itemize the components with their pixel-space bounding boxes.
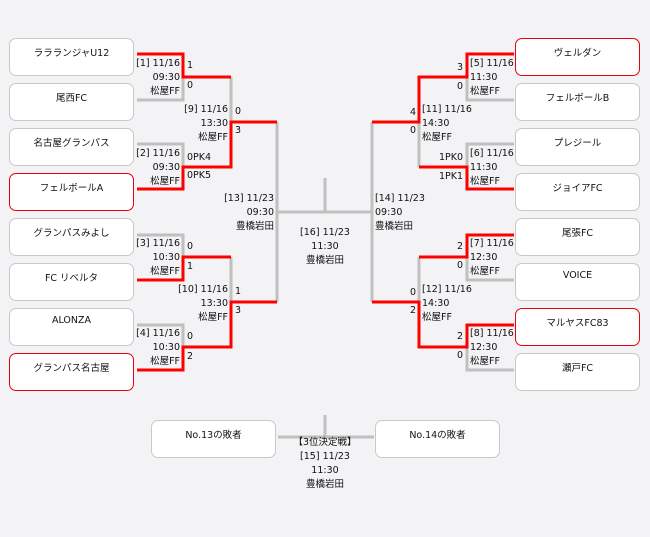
team-box-left[interactable]: グランパス名古屋 [9, 353, 134, 391]
third-place-team-1[interactable]: No.13の敗者 [151, 420, 276, 458]
team-box-left[interactable]: グランパスみよし [9, 218, 134, 256]
match-info: [7] 11/16 [470, 238, 514, 249]
team-box-left[interactable]: ララランジャU12 [9, 38, 134, 76]
match-info: 14:30 [422, 298, 450, 309]
match-info: 松屋FF [470, 176, 500, 187]
match-info: 11:30 [311, 241, 339, 252]
match-info: 松屋FF [198, 132, 228, 143]
score: 0 [187, 331, 194, 342]
match-info: 14:30 [422, 118, 450, 129]
match-info: [13] 11/23 [224, 193, 274, 204]
match-info: 豊橋岩田 [235, 221, 274, 232]
score: 1 [187, 261, 194, 272]
match-info: [14] 11/23 [375, 193, 425, 204]
match-info: 松屋FF [198, 312, 228, 323]
match-info: [6] 11/16 [470, 148, 514, 159]
score: 0 [456, 81, 463, 92]
match-info: 11:30 [311, 465, 339, 476]
match-info: [3] 11/16 [136, 238, 180, 249]
match-info: 12:30 [470, 342, 498, 353]
match-info: 13:30 [200, 118, 228, 129]
match-info: 09:30 [375, 207, 403, 218]
match-info: [4] 11/16 [136, 328, 180, 339]
score: 0 [187, 241, 194, 252]
match-info: [16] 11/23 [300, 227, 350, 238]
team-box-right[interactable]: ヴェルダン [515, 38, 640, 76]
score: 4 [409, 107, 416, 118]
match-info: [8] 11/16 [470, 328, 514, 339]
match-info: [10] 11/16 [178, 284, 228, 295]
match-info: 松屋FF [470, 356, 500, 367]
match-info: [15] 11/23 [300, 451, 350, 462]
team-box-left[interactable]: 名古屋グランパス [9, 128, 134, 166]
match-info: [5] 11/16 [470, 58, 514, 69]
score: 1PK0 [438, 152, 463, 163]
match-info: 10:30 [152, 252, 180, 263]
score: 2 [456, 331, 463, 342]
score: 3 [235, 125, 242, 136]
team-box-right[interactable]: VOICE [515, 263, 640, 301]
score: 2 [409, 305, 416, 316]
score: 1PK1 [438, 171, 463, 182]
match-info: [11] 11/16 [422, 104, 472, 115]
match-info: [12] 11/16 [422, 284, 472, 295]
score: 0PK4 [187, 152, 212, 163]
team-box-right[interactable]: 瀬戸FC [515, 353, 640, 391]
score: 0 [187, 80, 194, 91]
team-box-right[interactable]: 尾張FC [515, 218, 640, 256]
team-box-left[interactable]: FC リベルタ [9, 263, 134, 301]
match-info: 松屋FF [150, 266, 180, 277]
match-info: [2] 11/16 [136, 148, 180, 159]
score: 3 [456, 62, 463, 73]
match-info: 09:30 [246, 207, 274, 218]
team-box-right[interactable]: プレジール [515, 128, 640, 166]
match-info: 11:30 [470, 162, 498, 173]
match-info: [1] 11/16 [136, 58, 180, 69]
score: 0 [409, 125, 416, 136]
score: 0 [456, 260, 463, 271]
match-info: 豊橋岩田 [305, 255, 345, 266]
match-info: 豊橋岩田 [375, 221, 414, 232]
match-info: 豊橋岩田 [305, 479, 345, 490]
match-info: 松屋FF [422, 132, 452, 143]
match-title: 【3位決定戦】 [293, 437, 357, 448]
score: 3 [235, 305, 242, 316]
match-info: [9] 11/16 [184, 104, 228, 115]
score: 0 [409, 287, 416, 298]
team-box-left[interactable]: 尾西FC [9, 83, 134, 121]
match-info: 09:30 [152, 72, 180, 83]
score: 0 [456, 350, 463, 361]
match-info: 松屋FF [422, 312, 452, 323]
match-info: 11:30 [470, 72, 498, 83]
team-box-left[interactable]: フェルボールA [9, 173, 134, 211]
match-info: 10:30 [152, 342, 180, 353]
score: 2 [187, 351, 194, 362]
score: 2 [456, 241, 463, 252]
team-box-left[interactable]: ALONZA [9, 308, 134, 346]
score: 0PK5 [187, 170, 212, 181]
team-box-right[interactable]: フェルボールB [515, 83, 640, 121]
match-info: 松屋FF [150, 356, 180, 367]
match-info: 松屋FF [150, 86, 180, 97]
third-place-team-2[interactable]: No.14の敗者 [375, 420, 500, 458]
match-info: 12:30 [470, 252, 498, 263]
match-info: 松屋FF [470, 86, 500, 97]
winner-paths [137, 52, 514, 372]
match-info: 松屋FF [470, 266, 500, 277]
team-box-right[interactable]: ジョイアFC [515, 173, 640, 211]
team-box-right[interactable]: マルヤスFC83 [515, 308, 640, 346]
match-info: 09:30 [152, 162, 180, 173]
match-info: 松屋FF [150, 176, 180, 187]
score: 1 [187, 60, 194, 71]
score: 0 [235, 106, 242, 117]
match-info: 13:30 [200, 298, 228, 309]
score: 1 [235, 286, 242, 297]
